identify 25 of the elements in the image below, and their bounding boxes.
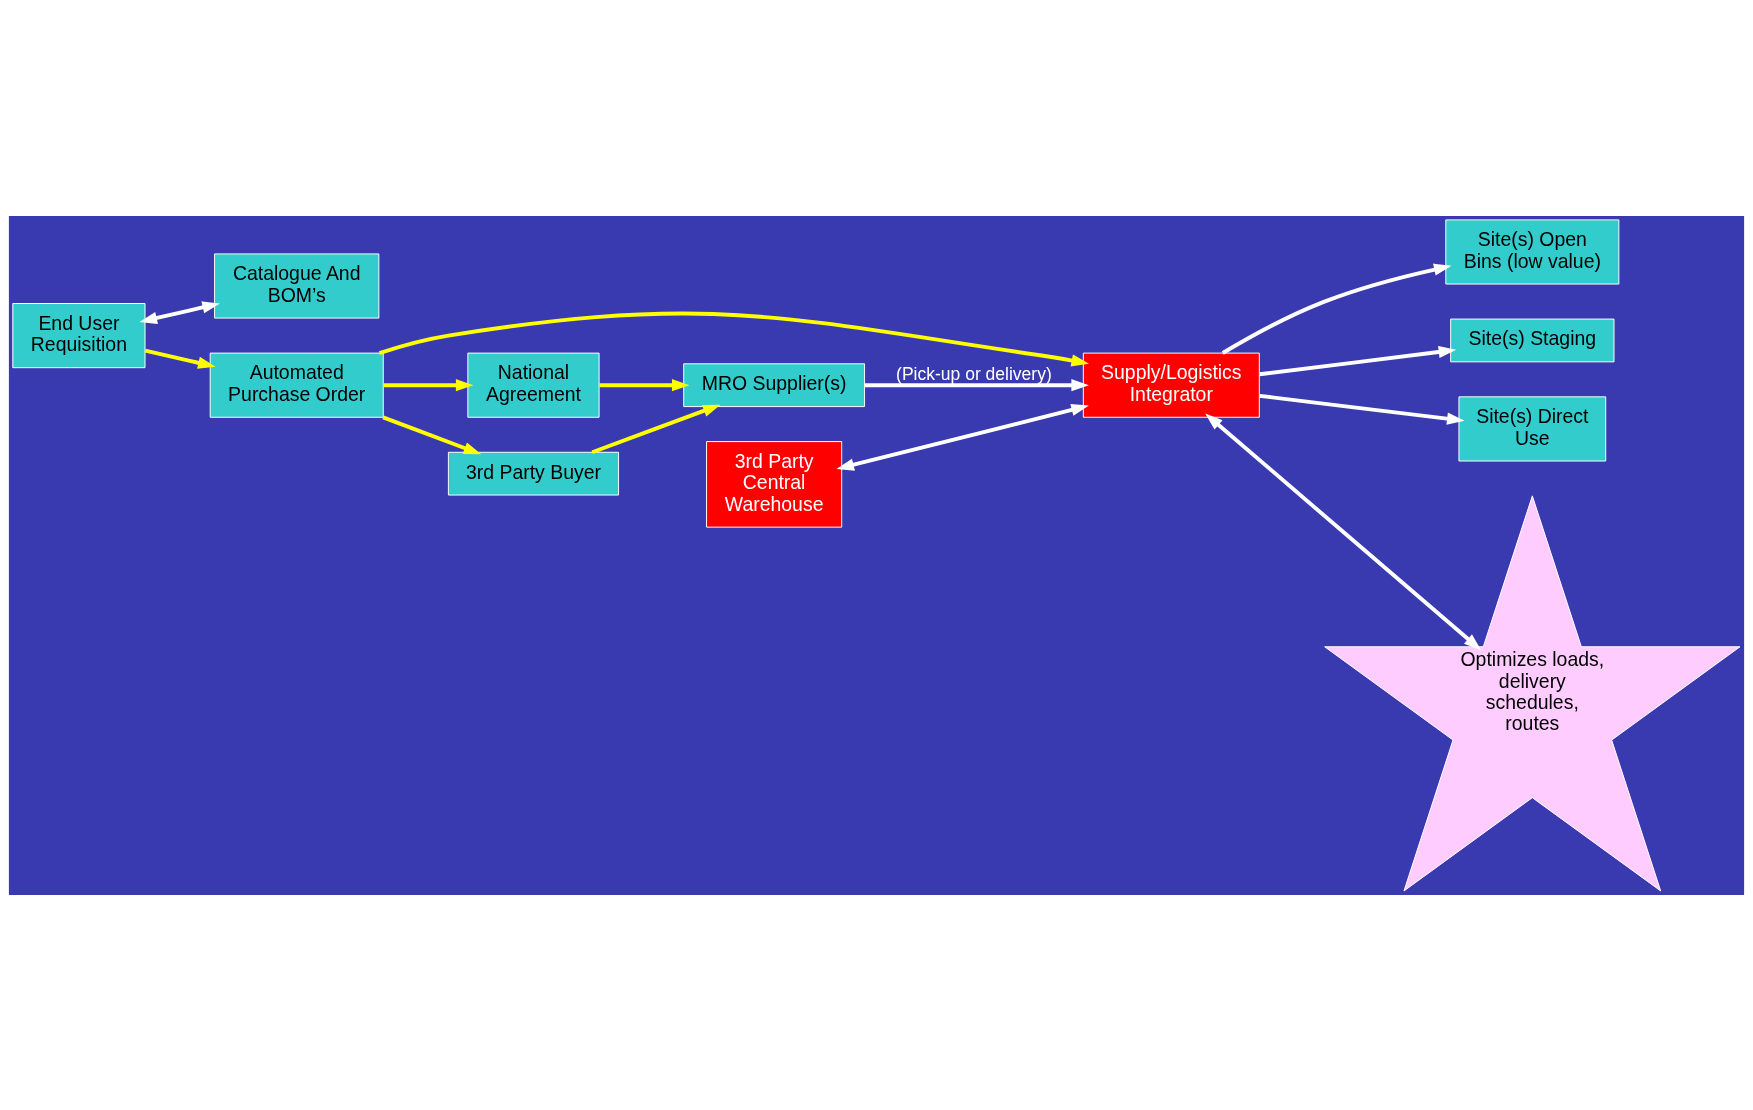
arrow bbox=[1205, 412, 1482, 650]
node-box: Catalogue And BOM’s bbox=[214, 252, 380, 319]
edge-label: (Pick-up or delivery) bbox=[896, 363, 1052, 384]
node-box: Supply/Logistics Integrator bbox=[1082, 352, 1260, 418]
arrow bbox=[1221, 263, 1452, 355]
arrow bbox=[1259, 345, 1457, 376]
arrow bbox=[591, 404, 721, 454]
node-box: Automated Purchase Order bbox=[209, 352, 384, 418]
node-box: 3rd Party Central Warehouse bbox=[706, 440, 843, 528]
arrow bbox=[378, 311, 1089, 366]
arrow bbox=[1259, 393, 1465, 425]
node-box: National Agreement bbox=[467, 352, 600, 418]
arrow bbox=[139, 300, 220, 324]
node-box: Site(s) Staging bbox=[1450, 318, 1615, 362]
node-box: Site(s) Open Bins (low value) bbox=[1445, 218, 1620, 285]
arrow bbox=[864, 378, 1089, 391]
arrow bbox=[144, 348, 216, 369]
arrow bbox=[383, 378, 474, 391]
arrow bbox=[836, 403, 1089, 471]
arrow bbox=[382, 415, 482, 454]
node-box: MRO Supplier(s) bbox=[683, 362, 866, 407]
node-box: Site(s) Direct Use bbox=[1458, 395, 1607, 461]
node-box: End User Requisition bbox=[12, 302, 146, 368]
arrow bbox=[599, 378, 690, 391]
node-box: 3rd Party Buyer bbox=[447, 451, 620, 496]
